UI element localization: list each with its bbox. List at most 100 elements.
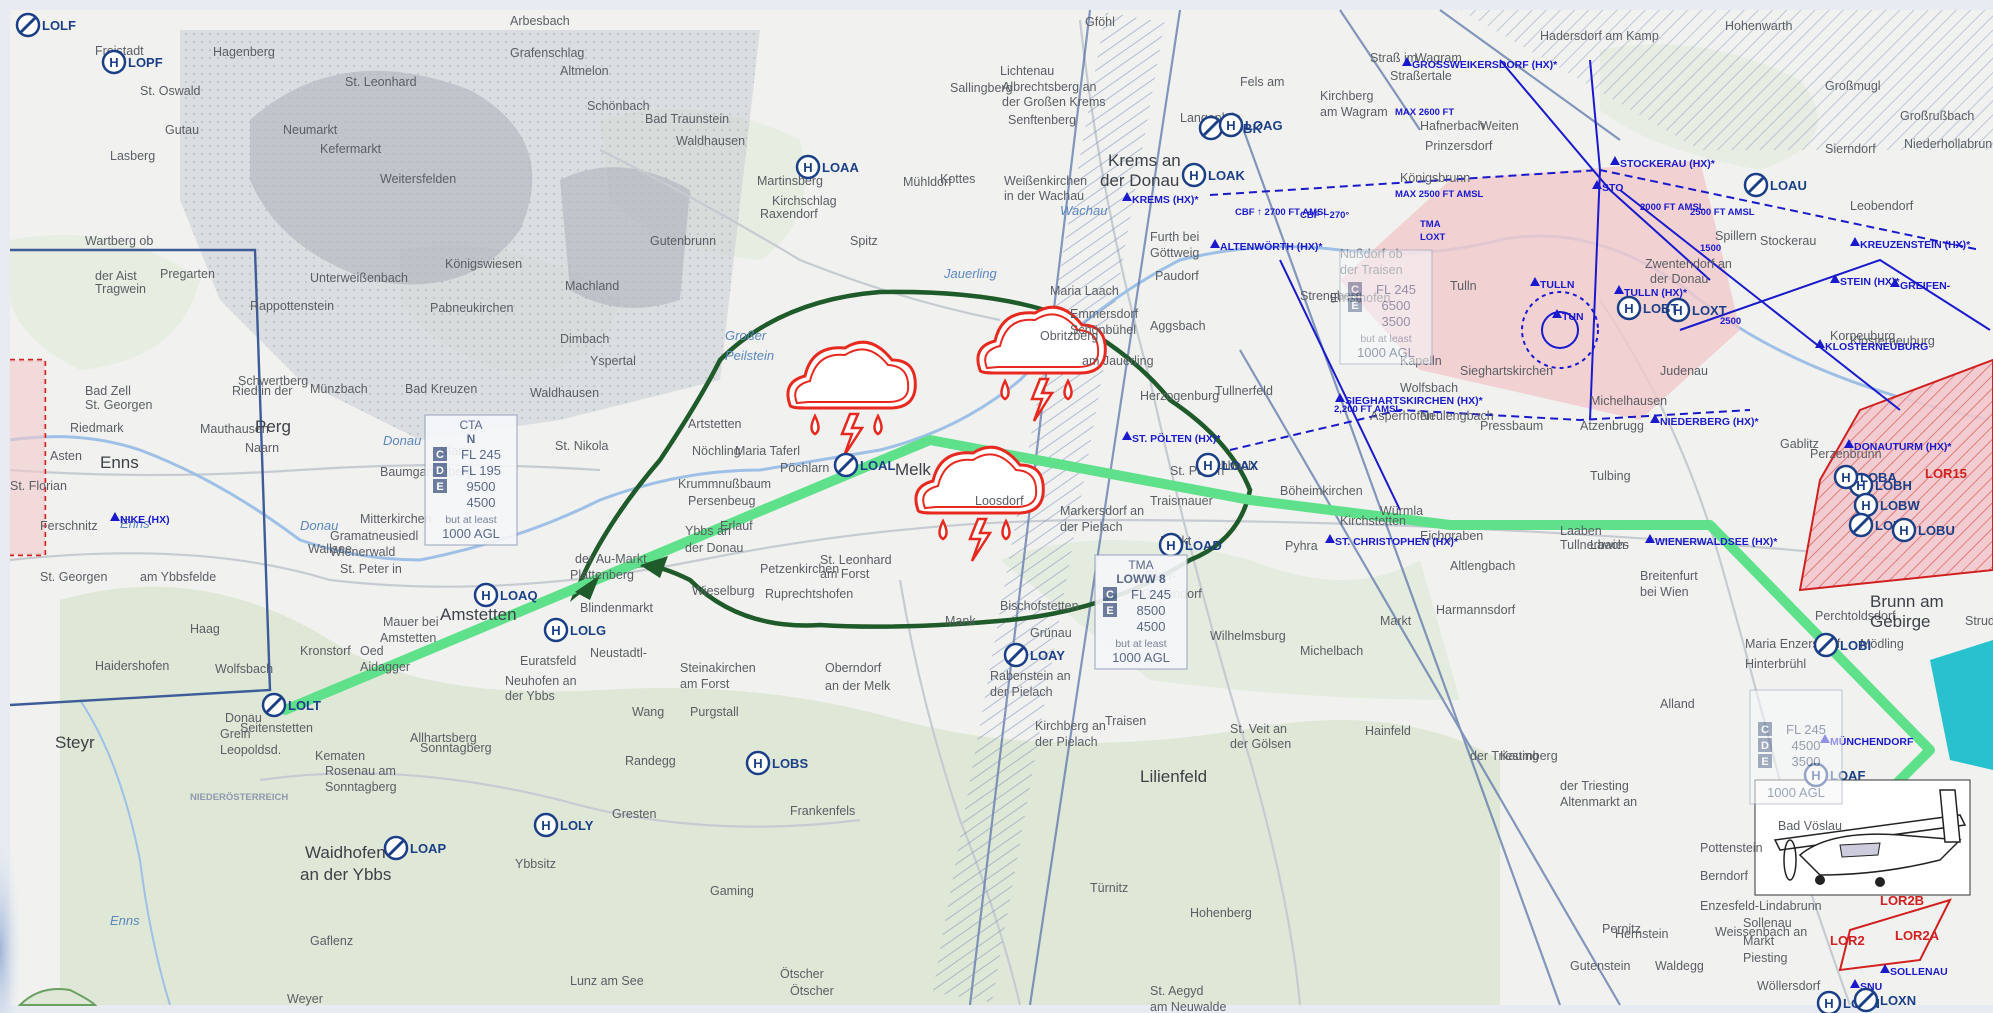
town-label-large: Amstetten xyxy=(440,605,517,624)
svg-text:D: D xyxy=(436,465,444,477)
river-label: Donau xyxy=(300,518,338,533)
town-label: am Jauerling xyxy=(1082,354,1154,368)
airspace-note: CBF ↑ 270° xyxy=(1300,210,1349,221)
town-label: Mühldorf xyxy=(903,175,952,189)
river-label: Großer xyxy=(725,328,767,343)
town-label: Pabneukirchen xyxy=(430,301,513,315)
aerodrome-lor2[interactable]: LOR2 xyxy=(1830,933,1865,948)
aerodrome-loay[interactable]: LOAY xyxy=(1003,642,1065,668)
town-label: Neulengbach xyxy=(1420,409,1494,423)
reporting-point-label: ALTENWÖRTH (HX)* xyxy=(1220,240,1323,253)
town-label-large: Krems an xyxy=(1108,151,1181,170)
reporting-point-label: NIEDERBERG (HX)* xyxy=(1660,416,1760,428)
svg-text:3500: 3500 xyxy=(1792,754,1821,769)
aerodrome-lolt[interactable]: LOLT xyxy=(261,692,321,718)
airspace-note: 1500 xyxy=(1700,243,1721,254)
aerodrome-lolf[interactable]: LOLF xyxy=(15,12,76,38)
town-label: Ybbsitz xyxy=(515,857,556,871)
town-label: Persenbeug xyxy=(688,494,755,508)
town-label: Kirchberg an xyxy=(1035,719,1106,733)
town-label: Ried in der xyxy=(232,384,292,398)
town-label-large: Melk xyxy=(895,460,931,479)
town-label: Breitenfurt xyxy=(1640,569,1698,583)
airspace-note: 2000 FT AMSL xyxy=(1640,202,1705,213)
svg-text:4500: 4500 xyxy=(1137,619,1166,634)
aerodrome-lor2a[interactable]: LOR2A xyxy=(1895,928,1940,943)
town-label: Zwentendorf an xyxy=(1645,257,1732,271)
town-label: Weyer xyxy=(287,992,323,1006)
town-label: Waldegg xyxy=(1655,959,1704,973)
town-label: Hernstein xyxy=(1615,927,1669,941)
heliport-icon: H xyxy=(1841,470,1850,485)
aerodrome-lor15[interactable]: LOR15 xyxy=(1925,466,1967,481)
town-label: Göttweig xyxy=(1150,246,1199,260)
aerodrome-lobi[interactable]: LOBI xyxy=(1813,632,1871,658)
heliport-icon: H xyxy=(1166,538,1175,553)
town-label: St. Florian xyxy=(10,479,67,493)
town-label: Maria Laach xyxy=(1050,284,1119,298)
town-label: der Triesting xyxy=(1560,779,1629,793)
town-label: Albrechtsberg an xyxy=(1002,80,1097,94)
aerodrome-loxn[interactable]: LOXN xyxy=(1853,987,1916,1013)
town-label: Aidagger xyxy=(360,660,410,674)
svg-text:TMA: TMA xyxy=(1128,558,1153,572)
flight-route xyxy=(280,435,1935,805)
town-label: Kirchstetten xyxy=(1340,514,1406,528)
town-label: Euratsfeld xyxy=(520,654,576,668)
town-label: Weißenkirchen xyxy=(1004,174,1087,188)
town-label: Michelhausen xyxy=(1590,394,1667,408)
town-label: Hafnerbach xyxy=(1420,119,1485,133)
thunderstorm-icon xyxy=(914,445,1045,562)
town-label: der Au-Markt xyxy=(575,552,647,566)
town-label: Yspertal xyxy=(590,354,636,368)
town-label: Gföhl xyxy=(1085,15,1115,29)
town-label: der Pielach xyxy=(1035,735,1098,749)
aerodrome-loap[interactable]: LOAP xyxy=(383,835,446,861)
town-label: Maria Taferl xyxy=(735,444,800,458)
reporting-point-label: KLOSTERNEUBURG xyxy=(1825,341,1928,353)
gray-restricted-area xyxy=(180,30,760,440)
town-label: am Wagram xyxy=(1320,105,1388,119)
town-label: Lawies xyxy=(1590,538,1629,552)
reporting-point-label: GROSSWEIKERSDORF (HX)* xyxy=(1412,59,1558,71)
town-label: Münzbach xyxy=(310,382,368,396)
aerodrome-lor2b[interactable]: LOR2B xyxy=(1880,893,1924,908)
town-label: Schönbach xyxy=(587,99,650,113)
aerodrome-id: LOR2 xyxy=(1830,933,1865,948)
town-label: Kirchschlag xyxy=(772,194,837,208)
heliport-icon: H xyxy=(1856,478,1865,493)
heliport-icon: H xyxy=(1824,996,1833,1011)
aerodrome-loau[interactable]: LOAU xyxy=(1743,172,1807,198)
town-label: Ruprechtshofen xyxy=(765,587,853,601)
aerodrome-loal[interactable]: LOAL xyxy=(833,452,895,478)
svg-text:FL 195: FL 195 xyxy=(461,463,501,478)
town-label: Kronstorf xyxy=(300,644,351,658)
town-label: Rosenau am xyxy=(325,764,396,778)
svg-text:C: C xyxy=(1106,589,1114,601)
town-label: Haidershofen xyxy=(95,659,169,673)
river-label: Donau xyxy=(383,433,421,448)
town-label: St. Peter in xyxy=(340,562,402,576)
town-label-large: an der Ybbs xyxy=(300,865,391,884)
town-label: Perzenbrunn xyxy=(1810,447,1882,461)
aerodrome-id: LOR15 xyxy=(1925,466,1967,481)
